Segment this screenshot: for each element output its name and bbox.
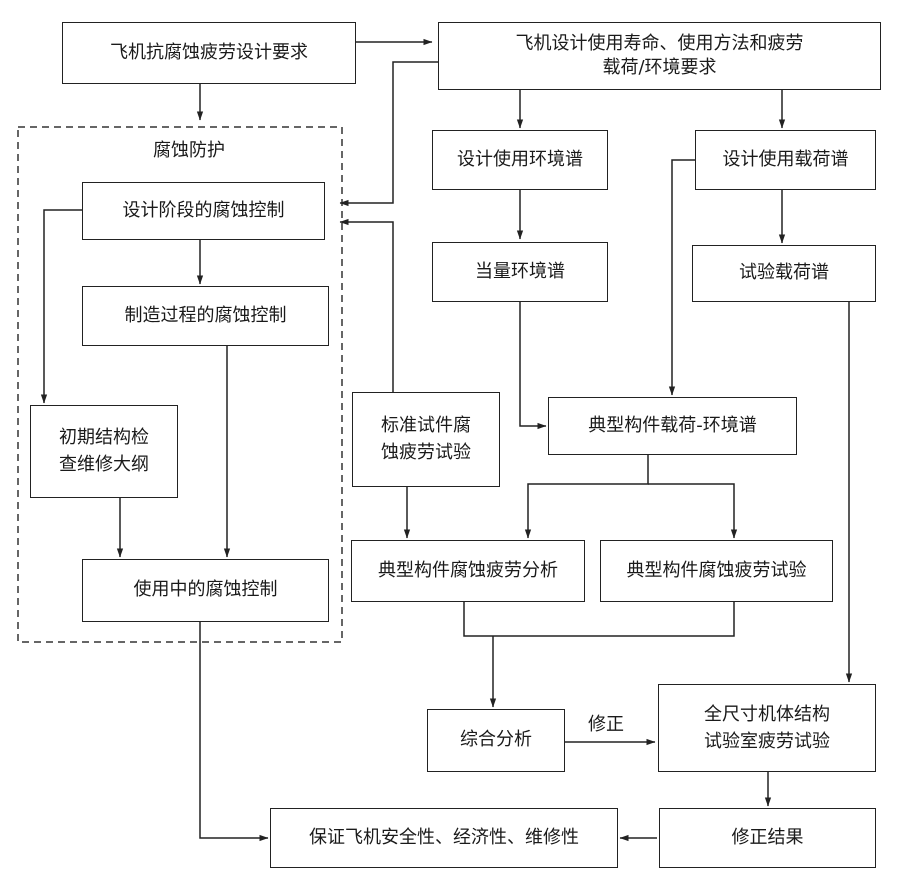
edge-in-service-to-ensure	[199, 622, 269, 842]
edge-load-to-member-spectrum	[668, 159, 695, 396]
node-standard-specimen-test: 标准试件腐 蚀疲劳试验	[352, 392, 500, 487]
node-initial-inspection-program: 初期结构检 查维修大纲	[30, 405, 178, 498]
node-in-service-corrosion-control: 使用中的腐蚀控制	[82, 559, 329, 622]
edge-member-spectrum-split	[524, 455, 649, 539]
node-typical-member-analysis: 典型构件腐蚀疲劳分析	[351, 540, 585, 602]
edge-member-spectrum-to-test	[648, 483, 738, 539]
node-ensure-aircraft-safety: 保证飞机安全性、经济性、维修性	[270, 808, 618, 868]
node-design-stage-corrosion-control: 设计阶段的腐蚀控制	[82, 182, 325, 240]
node-comprehensive-analysis: 综合分析	[427, 709, 565, 772]
node-full-scale-fatigue-test: 全尺寸机体结构 试验室疲劳试验	[658, 684, 876, 772]
edge-label-correction: 修正	[588, 714, 624, 735]
node-typical-member-test: 典型构件腐蚀疲劳试验	[600, 540, 833, 602]
node-service-life-requirement: 飞机设计使用寿命、使用方法和疲劳 载荷/环境要求	[438, 22, 881, 90]
node-manufacturing-corrosion-control: 制造过程的腐蚀控制	[82, 286, 329, 346]
edge-equiv-to-member-spectrum	[519, 302, 547, 430]
node-anti-corrosion-requirement: 飞机抗腐蚀疲劳设计要求	[62, 22, 356, 84]
node-typical-member-spectrum: 典型构件载荷-环境谱	[548, 397, 797, 455]
edge-analyses-merge	[463, 602, 735, 637]
node-test-load-spectrum: 试验载荷谱	[692, 245, 876, 302]
node-design-environment-spectrum: 设计使用环境谱	[432, 130, 608, 190]
corrosion-protection-group-title: 腐蚀防护	[153, 140, 225, 161]
node-design-load-spectrum: 设计使用载荷谱	[695, 130, 876, 190]
node-correction-result: 修正结果	[659, 808, 876, 868]
node-equivalent-environment-spectrum: 当量环境谱	[432, 242, 608, 302]
edge-specimen-to-design-control	[339, 218, 394, 392]
edge-design-to-inspection	[40, 209, 82, 404]
edge-life-to-design-control	[339, 61, 438, 207]
corrosion-protection-group-border	[17, 126, 343, 643]
